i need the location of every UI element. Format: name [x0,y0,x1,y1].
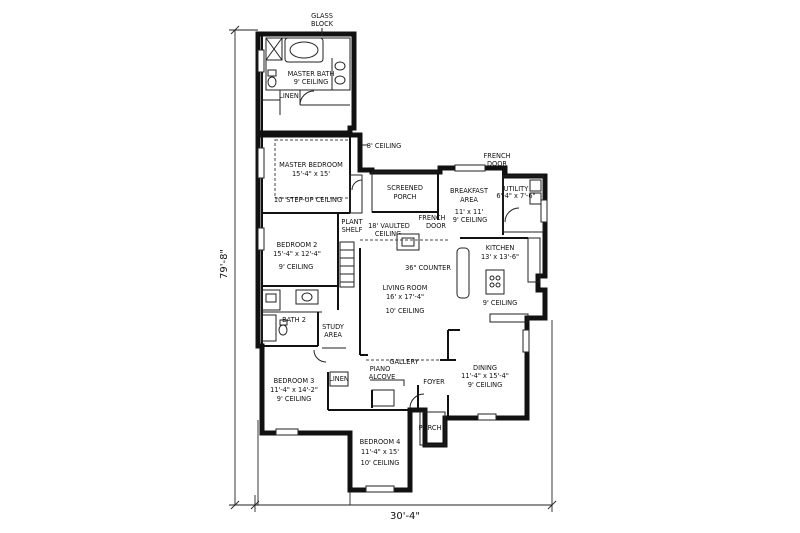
utility-label: UTILITY [504,185,529,193]
kitchen: KITCHEN 13' x 13'-6" 36" COUNTER 9' CEIL… [405,237,541,323]
linen-top-label: LINEN [279,92,299,100]
master-bedroom: MASTER BEDROOM 15'-4" x 15' 10' STEP-UP … [262,135,351,214]
linen-bottom-label: LINEN [329,375,349,383]
stairs-icon [339,241,355,288]
piano-label: PIANO [370,365,391,373]
master-bath-ceiling: 9' CEILING [294,78,328,86]
screened-porch: SCREENED PORCH [371,171,439,220]
sink-fixture [334,61,346,71]
french-door-top: FRENCH [483,152,510,160]
toilet-fixture [267,69,277,77]
bath2-label: BATH 2 [282,316,306,324]
bedroom2-label: BEDROOM 2 [277,241,318,249]
bedroom4-size: 11'-4" x 15' [361,448,399,456]
breakfast-ceiling: 9' CEILING [453,216,487,224]
vaulted-label: 18' VAULTED [368,222,410,230]
living-ceiling: 10' CEILING [386,307,425,315]
master-bath-label: MASTER BATH [288,70,335,78]
glass-block-label-2: BLOCK [311,20,334,28]
study-label-2: AREA [324,331,342,339]
counter-label: 36" COUNTER [405,264,451,272]
bedroom3-size: 11'-4" x 14'-2" [270,386,318,394]
sink-fixture [334,75,346,85]
master-bath: MASTER BATH 9' CEILING LINEN [262,37,351,115]
breakfast-label-2: AREA [460,196,478,204]
bedroom3-label: BEDROOM 3 [274,377,315,385]
breakfast-size: 11' x 11' [455,208,484,216]
living-label: LIVING ROOM [383,284,428,292]
vaulted-label-2: CEILING [375,230,401,238]
width-label: 30'-4" [390,511,420,522]
gallery-label: GALLERY [389,358,419,366]
french-door-top-2: DOOR [487,160,507,168]
french-door-mid-2: DOOR [426,222,446,230]
bedroom4-ceiling: 10' CEILING [361,459,400,467]
plant-shelf-label-2: SHELF [342,226,363,234]
dining-size: 11'-4" x 15'-4" [461,372,509,380]
bedroom-3: BEDROOM 3 11'-4" x 14'-2" 9' CEILING LIN… [261,346,350,433]
dining-ceiling: 9' CEILING [468,381,502,389]
master-bedroom-ceiling: 10' STEP-UP CEILING [274,196,342,204]
dining-room: DINING 11'-4" x 15'-4" 9' CEILING [447,364,509,418]
kitchen-island [485,269,505,295]
breakfast-label: BREAKFAST [450,187,489,195]
depth-dimension: 79'-8" [219,25,258,510]
width-dimension: 30'-4" [250,320,557,522]
fireplace-icon [396,233,420,251]
bedroom-4: BEDROOM 4 11'-4" x 15' 10' CEILING [350,409,410,467]
foyer-label: FOYER [423,378,445,386]
ceiling-8-label: 8' CEILING [367,142,401,150]
bedroom3-ceiling: 9' CEILING [277,395,311,403]
study-label: STUDY [322,323,345,331]
glass-block-label: GLASS [311,12,333,20]
kitchen-size: 13' x 13'-6" [481,253,519,261]
utility-room: UTILITY 6'-4" x 7'-6" [496,175,544,233]
piano-label-2: ALCOVE [369,373,396,381]
bedroom2-size: 15'-4" x 12'-4" [273,250,321,258]
windows [257,49,548,493]
screened-porch-label: SCREENED [387,184,423,192]
dining-label: DINING [473,364,497,372]
screened-porch-label-2: PORCH [394,193,417,201]
living-size: 16' x 17'-4" [386,293,424,301]
depth-label: 79'-8" [219,249,230,279]
french-door-mid: FRENCH [418,214,445,222]
plant-shelf-label: PLANT [341,218,363,226]
kitchen-ceiling: 9' CEILING [483,299,517,307]
exterior-walls [255,31,548,493]
master-bedroom-label: MASTER BEDROOM [279,161,343,169]
utility-size: 6'-4" x 7'-6" [496,192,535,200]
bath-2: BATH 2 [261,289,322,347]
bedroom2-ceiling: 9' CEILING [279,263,313,271]
living-room: LIVING ROOM 16' x 17'-4" 10' CEILING [359,239,448,356]
porch-label: PORCH [419,424,442,432]
bedroom4-label: BEDROOM 4 [360,438,401,446]
bedroom-2: BEDROOM 2 15'-4" x 12'-4" 9' CEILING [262,213,355,310]
kitchen-label: KITCHEN [486,244,515,252]
master-bedroom-size: 15'-4" x 15' [292,170,330,178]
